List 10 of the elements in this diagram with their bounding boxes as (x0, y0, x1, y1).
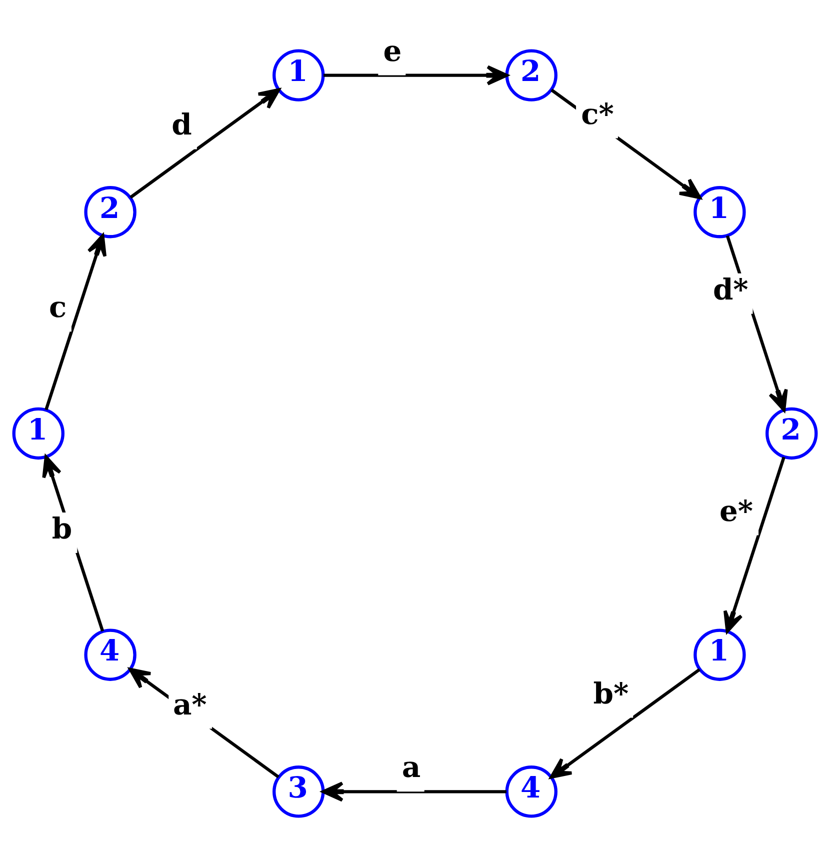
edge-label: a* (172, 687, 207, 722)
edge-label: e* (719, 494, 753, 528)
edge-label: c* (581, 96, 614, 131)
edge-label: d* (712, 272, 748, 306)
edge-label: b* (593, 676, 629, 710)
edge-label: c (49, 290, 67, 324)
edge-label: e (383, 34, 402, 68)
edge-label: b (52, 512, 72, 546)
edge-label: a (402, 750, 421, 784)
edge-label: d (172, 108, 192, 142)
